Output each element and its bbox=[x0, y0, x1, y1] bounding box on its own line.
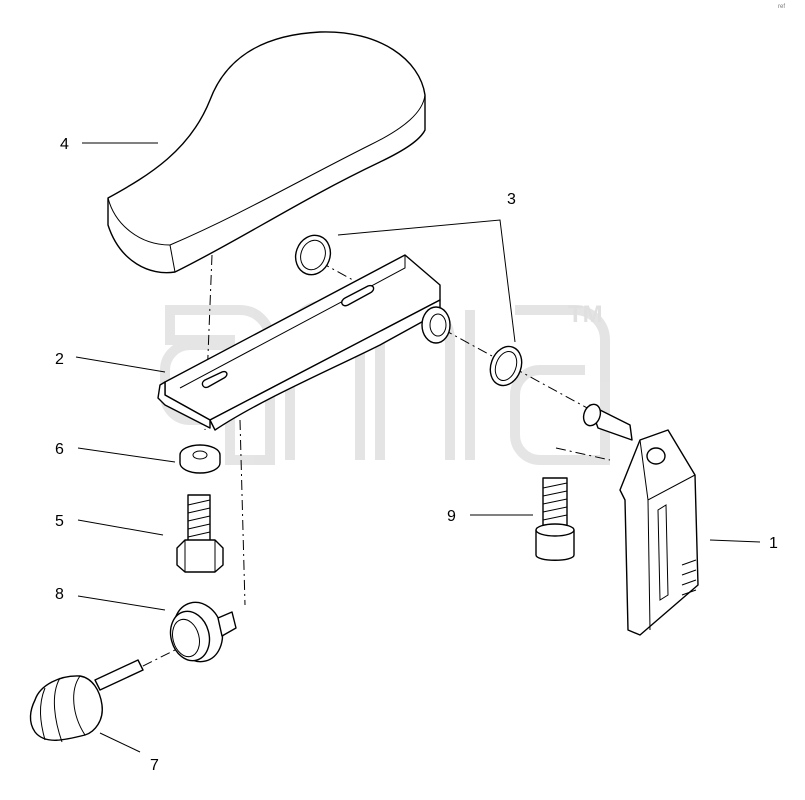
callout-3: 3 bbox=[507, 191, 516, 208]
part-9-socket-screw bbox=[535, 477, 575, 561]
leader-3 bbox=[337, 219, 516, 343]
leader-5 bbox=[77, 519, 164, 536]
callout-2: 2 bbox=[55, 351, 64, 368]
callout-5: 5 bbox=[55, 513, 64, 530]
callout-1: 1 bbox=[769, 535, 778, 552]
part-4-arm-pad bbox=[107, 31, 426, 274]
leader-6 bbox=[77, 447, 176, 463]
corner-mark: ref bbox=[778, 4, 785, 10]
callout-labels: 4 3 2 6 5 8 7 9 1 bbox=[55, 136, 778, 774]
leader-1 bbox=[709, 539, 761, 543]
part-7-knob bbox=[29, 659, 144, 743]
leader-8 bbox=[77, 595, 166, 611]
trademark-text: TM bbox=[568, 301, 603, 328]
callout-8: 8 bbox=[55, 586, 64, 603]
part-3-rings bbox=[294, 234, 523, 387]
part-6-washer bbox=[179, 444, 221, 474]
part-2-bracket bbox=[157, 254, 451, 431]
part-5-hex-bolt bbox=[176, 494, 224, 573]
callout-9: 9 bbox=[447, 508, 456, 525]
part-1-side-bracket bbox=[582, 403, 699, 636]
leader-7 bbox=[99, 732, 141, 753]
callout-4: 4 bbox=[60, 136, 69, 153]
part-8-knurled-collar bbox=[169, 601, 237, 663]
callout-6: 6 bbox=[55, 441, 64, 458]
callout-7: 7 bbox=[150, 757, 159, 774]
leader-lines bbox=[75, 142, 761, 753]
leader-2 bbox=[75, 356, 166, 373]
